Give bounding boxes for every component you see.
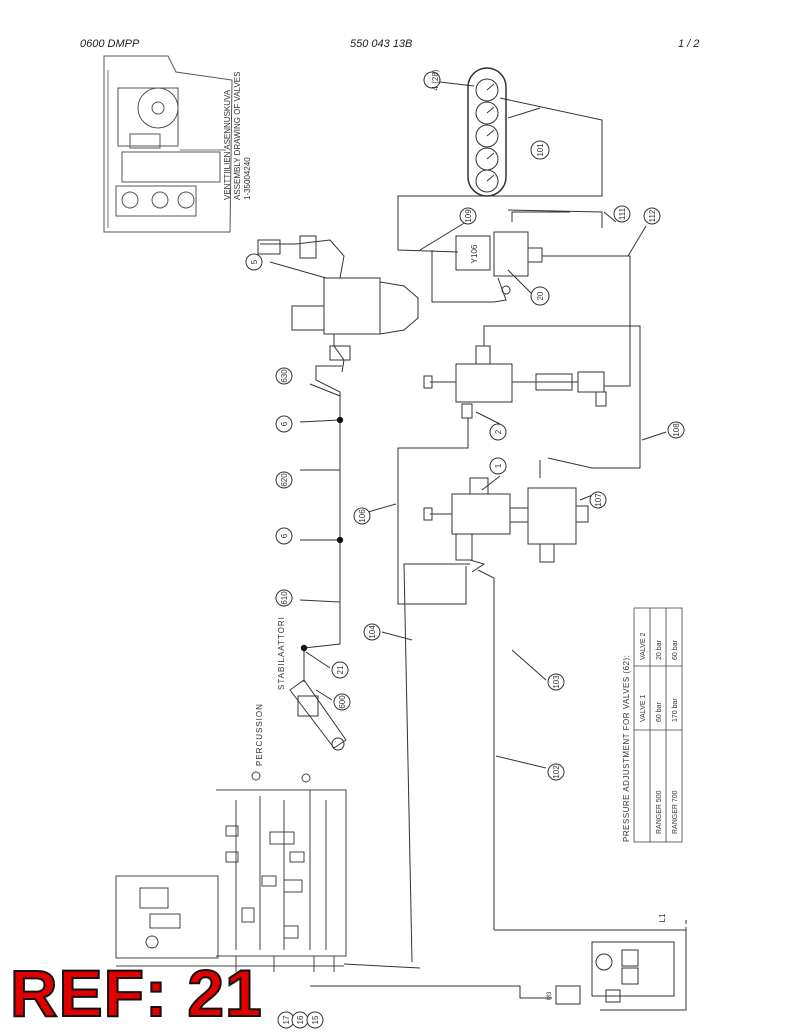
callout-102: 102 xyxy=(552,765,561,779)
tank-unit xyxy=(555,941,675,1005)
callout-17: 17 xyxy=(282,1015,291,1024)
junctions xyxy=(300,416,344,652)
table-row-2-name: RANGER 700 xyxy=(672,790,679,834)
table-row-2-valve-2: 60 bar xyxy=(672,639,679,660)
callout-6-lower: 6 xyxy=(280,533,289,538)
table-header-valve-1: VALVE 1 xyxy=(640,695,647,722)
valve-20 xyxy=(455,231,543,303)
assembly-note-line-1: VENTTIILIEN ASENNUSKUVA xyxy=(223,89,232,200)
callout-108: 108 xyxy=(672,423,681,437)
callout-6-upper: 6 xyxy=(280,421,289,426)
assembly-note-line-2: ASSEMBLY DRAWING OF VALVES xyxy=(233,72,242,200)
table-header-valve-2: VALVE 2 xyxy=(640,633,647,660)
stabilizer-valve xyxy=(289,648,347,751)
gauge-panel xyxy=(467,67,507,197)
label-percussion: PERCUSSION xyxy=(255,703,264,766)
callout-4-28: 4 (28) xyxy=(431,69,440,90)
callout-112: 112 xyxy=(648,209,657,222)
table-row-1-valve-1: 60 bar xyxy=(656,701,663,722)
component-5 xyxy=(257,235,419,373)
valve-block-2 xyxy=(423,345,607,419)
assembly-inset xyxy=(103,55,233,233)
callout-111: 111 xyxy=(618,207,627,220)
callout-circles xyxy=(245,71,685,1029)
valve-block-1 xyxy=(423,477,589,573)
label-m3: M3 xyxy=(547,991,553,1000)
callout-21: 21 xyxy=(336,665,345,674)
callout-101: 101 xyxy=(536,143,545,157)
callout-107: 107 xyxy=(594,493,603,507)
callout-15: 15 xyxy=(311,1015,320,1024)
callout-20: 20 xyxy=(536,291,545,300)
callout-103: 103 xyxy=(552,675,561,689)
callout-109: 109 xyxy=(464,209,473,223)
header-doc-code: 0600 DMPP xyxy=(80,38,140,50)
callout-16: 16 xyxy=(296,1015,305,1024)
callout-600: 600 xyxy=(338,695,347,709)
callout-5: 5 xyxy=(250,259,259,264)
callout-610: 610 xyxy=(280,591,289,605)
label-l1: L1 xyxy=(658,913,667,922)
pressure-table-title: PRESSURE ADJUSTMENT FOR VALVES (62): xyxy=(622,655,631,842)
label-stabilizers: STABILAATTORI xyxy=(277,616,286,690)
pressure-table: PRESSURE ADJUSTMENT FOR VALVES (62): VAL… xyxy=(622,607,683,843)
callout-2: 2 xyxy=(494,429,503,434)
callout-1: 1 xyxy=(494,463,503,468)
ref-stamp: REF: 21 xyxy=(9,956,263,1030)
assembly-note-line-3: 1-35004240 xyxy=(243,157,252,200)
header-page-number: 1 / 2 xyxy=(678,38,700,50)
callout-620: 620 xyxy=(280,473,289,487)
callout-630: 630 xyxy=(280,369,289,383)
label-y106: Y106 xyxy=(470,244,479,263)
table-row-2-valve-1: 170 bar xyxy=(672,698,679,722)
header-part-number: 550 043 13B xyxy=(350,38,413,50)
table-row-1-valve-2: 20 bar xyxy=(656,639,663,660)
table-row-1-name: RANGER 500 xyxy=(656,790,663,834)
callout-106: 106 xyxy=(358,509,367,523)
assembly-note: VENTTIILIEN ASENNUSKUVA ASSEMBLY DRAWING… xyxy=(223,72,252,200)
control-schematic xyxy=(115,771,347,972)
callout-104: 104 xyxy=(368,625,377,639)
